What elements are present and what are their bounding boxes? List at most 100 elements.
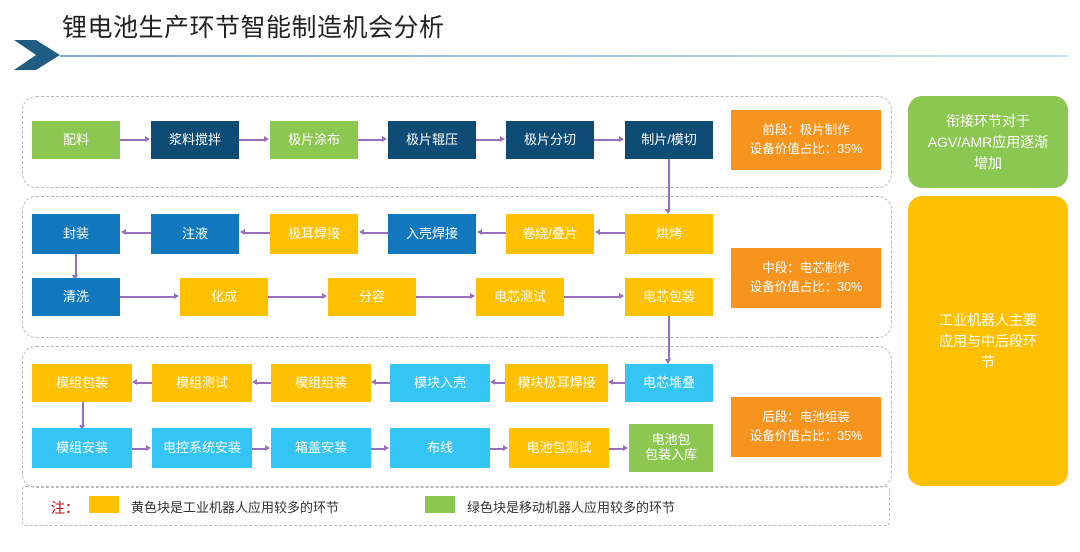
stage-note-front: 前段：极片制作 设备价值占比：35%: [731, 110, 881, 170]
stage-note-back: 后段：电池组装 设备价值占比：35%: [731, 397, 881, 457]
arrow-head-left-icon: [240, 229, 245, 235]
process-node-dianxinduidie[interactable]: 电芯堆叠: [625, 364, 713, 402]
arrow-head-right-icon: [145, 136, 150, 142]
process-node-diankongxitonganzhuang[interactable]: 电控系统安装: [152, 428, 252, 468]
arrow-head-right-icon: [384, 445, 389, 451]
process-node-rukehanjie[interactable]: 入壳焊接: [388, 214, 476, 254]
arrow-head-right-icon: [264, 136, 269, 142]
connector-line: [126, 232, 151, 234]
legend-swatch-green: [425, 496, 455, 513]
connector-line: [609, 448, 623, 450]
process-node-buxian[interactable]: 布线: [390, 428, 490, 468]
arrow-head-left-icon: [371, 379, 376, 385]
stage-panel-front: [22, 96, 892, 188]
connector-line: [613, 382, 625, 384]
process-node-fenrong[interactable]: 分容: [328, 278, 416, 316]
connector-line: [137, 382, 152, 384]
process-node-mokuaijierhanjie[interactable]: 模块极耳焊接: [505, 364, 608, 402]
connector-line: [364, 232, 388, 234]
connector-line: [268, 296, 322, 298]
arrow-head-right-icon: [619, 136, 624, 142]
connector-line: [376, 382, 390, 384]
connector-line: [490, 448, 503, 450]
process-node-hongkao[interactable]: 烘烤: [625, 214, 713, 254]
arrow-head-right-icon: [265, 445, 270, 451]
legend-text-amber: 黄色块是工业机器人应用较多的环节: [131, 500, 340, 515]
process-node-dianchibaoceshi[interactable]: 电池包测试: [509, 428, 609, 468]
process-node-jipianfenqie[interactable]: 极片分切: [506, 121, 594, 159]
process-node-jierhanjie[interactable]: 极耳焊接: [270, 214, 358, 254]
legend-text-green: 绿色块是移动机器人应用较多的环节: [467, 500, 676, 515]
connector-line: [252, 448, 265, 450]
connector-line: [416, 296, 470, 298]
arrow-head-right-icon: [322, 293, 327, 299]
chevron-right-icon: [14, 40, 60, 70]
page-header: 锂电池生产环节智能制造机会分析: [0, 0, 1080, 80]
connector-line: [132, 448, 146, 450]
connector-line: [668, 316, 670, 360]
arrow-head-right-icon: [174, 293, 179, 299]
process-node-zhuye[interactable]: 注液: [151, 214, 239, 254]
callout-agv-amr: 衔接环节对于 AGV/AMR应用逐渐 增加: [908, 96, 1068, 188]
arrow-head-down-icon: [665, 209, 671, 214]
arrow-head-left-icon: [132, 379, 137, 385]
connector-line: [600, 232, 625, 234]
connector-line: [120, 296, 174, 298]
process-node-peiliao[interactable]: 配料: [32, 121, 120, 159]
arrow-head-left-icon: [252, 379, 257, 385]
process-node-dianxinbaozhuang[interactable]: 电芯包装: [625, 278, 713, 316]
connector-line: [668, 159, 670, 210]
process-node-fengzhuang[interactable]: 封装: [32, 214, 120, 254]
connector-line: [358, 139, 383, 141]
process-node-jipiantubu[interactable]: 极片涂布: [270, 121, 358, 159]
process-node-dianchibaobaozhuangruku[interactable]: 电池包 包装入库: [629, 424, 713, 472]
connector-line: [476, 139, 501, 141]
header-divider: [60, 55, 1068, 57]
arrow-head-right-icon: [146, 445, 151, 451]
arrow-head-down-icon: [79, 425, 85, 430]
connector-line: [371, 448, 384, 450]
process-node-zhipianmoqie[interactable]: 制片/模切: [625, 121, 713, 159]
process-node-jipiangunya[interactable]: 极片辊压: [388, 121, 476, 159]
arrow-head-right-icon: [470, 293, 475, 299]
connector-line: [82, 402, 84, 426]
arrow-head-left-icon: [608, 379, 613, 385]
legend-swatch-amber: [89, 496, 119, 513]
arrow-head-down-icon: [72, 275, 78, 280]
stage-panel-back: [22, 346, 892, 488]
arrow-head-right-icon: [500, 136, 505, 142]
connector-line: [594, 139, 620, 141]
process-node-mozuzuzhuang[interactable]: 模组组装: [271, 364, 371, 402]
arrow-head-left-icon: [121, 229, 126, 235]
connector-line: [120, 139, 146, 141]
process-node-qingxi[interactable]: 清洗: [32, 278, 120, 316]
arrow-head-right-icon: [503, 445, 508, 451]
process-node-mozubaozhuang[interactable]: 模组包装: [32, 364, 132, 402]
legend: 注： 黄色块是工业机器人应用较多的环节 绿色块是移动机器人应用较多的环节: [22, 486, 890, 526]
connector-line: [75, 254, 77, 276]
arrow-head-right-icon: [619, 293, 624, 299]
callout-industrial-robot: 工业机器人主要 应用与中后段环 节: [908, 196, 1068, 486]
connector-line: [257, 382, 271, 384]
arrow-head-right-icon: [382, 136, 387, 142]
arrow-head-down-icon: [665, 359, 671, 364]
connector-line: [482, 232, 506, 234]
arrow-head-left-icon: [477, 229, 482, 235]
arrow-head-left-icon: [595, 229, 600, 235]
process-node-juanraodiepian[interactable]: 卷绕/叠片: [506, 214, 594, 254]
process-node-huacheng[interactable]: 化成: [180, 278, 268, 316]
process-node-dianxinceshi[interactable]: 电芯测试: [476, 278, 564, 316]
arrow-head-left-icon: [490, 379, 495, 385]
page-title: 锂电池生产环节智能制造机会分析: [62, 14, 445, 42]
process-node-mozuceshi[interactable]: 模组测试: [152, 364, 252, 402]
connector-line: [564, 296, 619, 298]
process-node-mokuairuke[interactable]: 模块入壳: [390, 364, 490, 402]
process-node-jiangliaojiaoban[interactable]: 浆料搅拌: [151, 121, 239, 159]
stage-panel-middle: [22, 196, 892, 338]
process-node-mozuanzhuang[interactable]: 模组安装: [32, 428, 132, 468]
stage-note-middle: 中段：电芯制作 设备价值占比：30%: [731, 248, 881, 308]
connector-line: [245, 232, 270, 234]
connector-line: [239, 139, 265, 141]
connector-line: [495, 382, 505, 384]
process-node-xianggaianzhuang[interactable]: 箱盖安装: [271, 428, 371, 468]
